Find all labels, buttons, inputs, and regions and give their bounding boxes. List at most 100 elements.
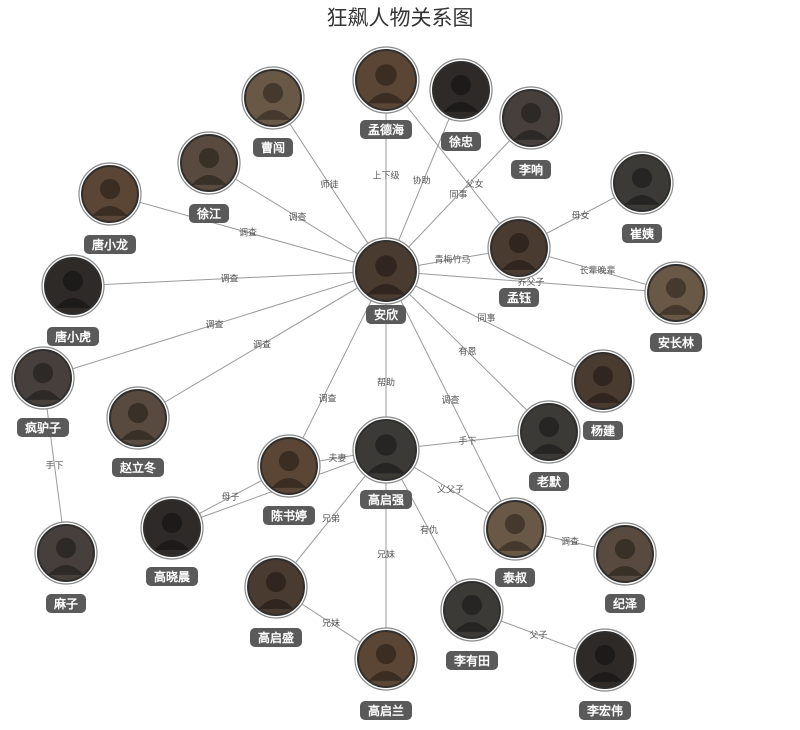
avatar-body-icon (25, 390, 61, 400)
node-label-bg (446, 651, 498, 670)
node-xujiang[interactable]: 徐江 (177, 131, 241, 223)
node-tangxiaohu[interactable]: 唐小虎 (41, 254, 105, 346)
edge-xujiang-anxin (208, 162, 387, 272)
avatar-silhouette-icon (262, 82, 284, 104)
node-gaoqisheng[interactable]: 高启盛 (244, 555, 308, 647)
node-label-bg (499, 288, 539, 307)
node-label: 安长林 (658, 335, 694, 350)
avatar-body-icon (658, 305, 694, 315)
node-label-bg (112, 458, 164, 477)
node-taishu[interactable]: 泰叔 (483, 497, 547, 587)
node-fenglvzi[interactable]: 疯驴子 (11, 346, 75, 437)
node-label-bg (360, 701, 412, 720)
node-caochuang[interactable]: 曹闯 (241, 66, 305, 157)
node-tangxiaolong[interactable]: 唐小龙 (78, 162, 142, 254)
node-gaoqiqiang[interactable]: 高启强 (352, 416, 420, 509)
avatar-silhouette-icon (520, 102, 542, 124)
node-label: 高晓晨 (154, 569, 191, 584)
avatar-body-icon (255, 110, 291, 120)
avatar-silhouette-icon (375, 434, 397, 456)
edge-label: 协助 (412, 175, 430, 187)
node-anxin[interactable]: 安欣 (352, 237, 420, 324)
avatar-silhouette-icon (504, 513, 526, 535)
node-laomo[interactable]: 老默 (517, 400, 581, 491)
edge-label: 父女 (465, 178, 483, 190)
avatar-photo (37, 524, 95, 582)
avatar-photo (355, 49, 417, 111)
avatar-silhouette-icon (592, 365, 614, 387)
node-yangjian[interactable]: 杨建 (571, 349, 635, 440)
node-label: 李有田 (453, 653, 490, 668)
avatar-photo (432, 61, 490, 119)
avatar-body-icon (531, 444, 567, 454)
node-label-bg (189, 204, 229, 223)
node-chenshuting[interactable]: 陈书婷 (257, 434, 321, 525)
node-cuiyi[interactable]: 崔姨 (610, 151, 674, 243)
avatar-silhouette-icon (265, 571, 287, 593)
node-lixiang[interactable]: 李响 (499, 86, 563, 179)
avatar-body-icon (367, 462, 405, 474)
node-gaoqilan[interactable]: 高启兰 (354, 627, 418, 720)
edge-label: 母女 (571, 210, 589, 222)
avatar-body-icon (367, 283, 405, 295)
avatar-silhouette-icon (127, 402, 149, 424)
avatar-body-icon (120, 430, 156, 440)
node-jize[interactable]: 纪泽 (593, 522, 657, 613)
node-label: 泰叔 (502, 570, 528, 585)
node-zhaolidong[interactable]: 赵立冬 (106, 386, 170, 477)
avatar-body-icon (443, 102, 479, 112)
node-label: 高启兰 (368, 703, 404, 718)
node-liyoutian[interactable]: 李有田 (440, 578, 504, 670)
node-label: 老默 (537, 474, 562, 489)
edge-label: 同事 (477, 312, 495, 324)
avatar-photo (357, 630, 415, 688)
node-mengyu[interactable]: 孟钰 (487, 216, 551, 307)
avatar-body-icon (513, 130, 549, 140)
avatar-photo (44, 257, 102, 315)
node-label-bg (650, 333, 702, 352)
node-label: 徐江 (196, 206, 221, 221)
node-gaoxiaochen[interactable]: 高晓晨 (140, 496, 204, 586)
edge-label: 调查 (441, 394, 459, 406)
node-lihongwei[interactable]: 李宏伟 (573, 628, 637, 720)
node-anchanglin[interactable]: 安长林 (644, 261, 708, 352)
edge-fenglvzi-anxin (42, 270, 387, 379)
avatar-silhouette-icon (278, 450, 300, 472)
avatar-silhouette-icon (461, 594, 483, 616)
avatar-body-icon (258, 599, 294, 609)
node-label-bg (529, 472, 569, 491)
node-mengdehai[interactable]: 孟德海 (352, 46, 420, 139)
node-label: 高启盛 (258, 630, 294, 645)
node-label: 杨建 (591, 423, 616, 438)
node-label-bg (511, 160, 551, 179)
edge-label: 青梅竹马 (434, 254, 470, 266)
avatar-photo (613, 154, 671, 212)
avatar-photo (490, 219, 548, 277)
avatar-body-icon (585, 393, 621, 403)
avatar-photo (355, 419, 417, 481)
node-xuzhong[interactable]: 徐忠 (429, 58, 493, 151)
avatar-body-icon (367, 92, 405, 104)
node-mazi[interactable]: 麻子 (34, 521, 98, 613)
node-label: 纪泽 (613, 596, 637, 611)
avatar-silhouette-icon (614, 538, 636, 560)
node-label: 赵立冬 (119, 460, 156, 475)
node-label-bg (253, 138, 293, 157)
node-label-bg (47, 327, 99, 346)
edge-label: 调查 (318, 393, 336, 405)
node-label: 陈书婷 (271, 508, 307, 523)
edge-label: 调查 (288, 211, 306, 223)
edge-tangxiaolong-anxin (109, 193, 387, 272)
avatar-body-icon (587, 672, 623, 682)
edge-label: 夫妻 (328, 452, 346, 464)
edge-labels-layer: 上下级协助师徒同事父女调查调查青梅竹马母女长辈晚辈调查养父子调查调查同事有恩帮助… (45, 170, 615, 642)
node-label-bg (622, 224, 662, 243)
avatar-silhouette-icon (99, 178, 121, 200)
avatar-body-icon (92, 206, 128, 216)
node-label-bg (84, 235, 136, 254)
edge-label: 调查 (220, 273, 238, 285)
edge-label: 同事 (449, 189, 467, 201)
avatar-silhouette-icon (161, 512, 183, 534)
avatar-body-icon (55, 298, 91, 308)
avatar-silhouette-icon (538, 416, 560, 438)
